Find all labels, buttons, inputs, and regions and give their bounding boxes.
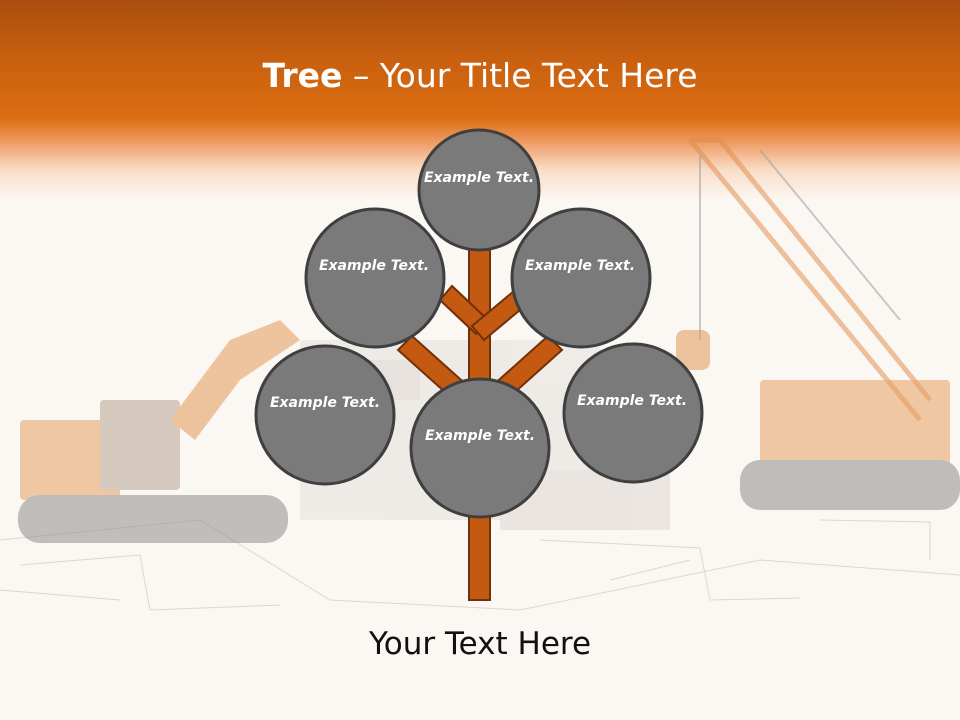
- tree-node-4: [254, 344, 396, 486]
- tree-node-6-label: Example Text.: [424, 428, 536, 444]
- tree-node-6: [409, 377, 551, 519]
- title-bold-part: Tree: [262, 56, 343, 95]
- tree-node-2: [304, 207, 446, 349]
- footer-caption: Your Text Here: [368, 626, 592, 662]
- tree-node-5-label: Example Text.: [576, 393, 688, 409]
- tree-node-5: [562, 342, 704, 484]
- tree-node-4-label: Example Text.: [269, 395, 381, 411]
- tree-node-2-label: Example Text.: [318, 258, 430, 274]
- title-main-part: Your Title Text Here: [379, 56, 698, 95]
- slide-title: Tree – Your Title Text Here: [0, 54, 960, 98]
- title-separator: –: [342, 56, 380, 95]
- tree-node-1: [417, 128, 541, 252]
- tree-node-1-label: Example Text.: [423, 170, 535, 186]
- tree-node-3-label: Example Text.: [524, 258, 636, 274]
- tree-node-3: [510, 207, 652, 349]
